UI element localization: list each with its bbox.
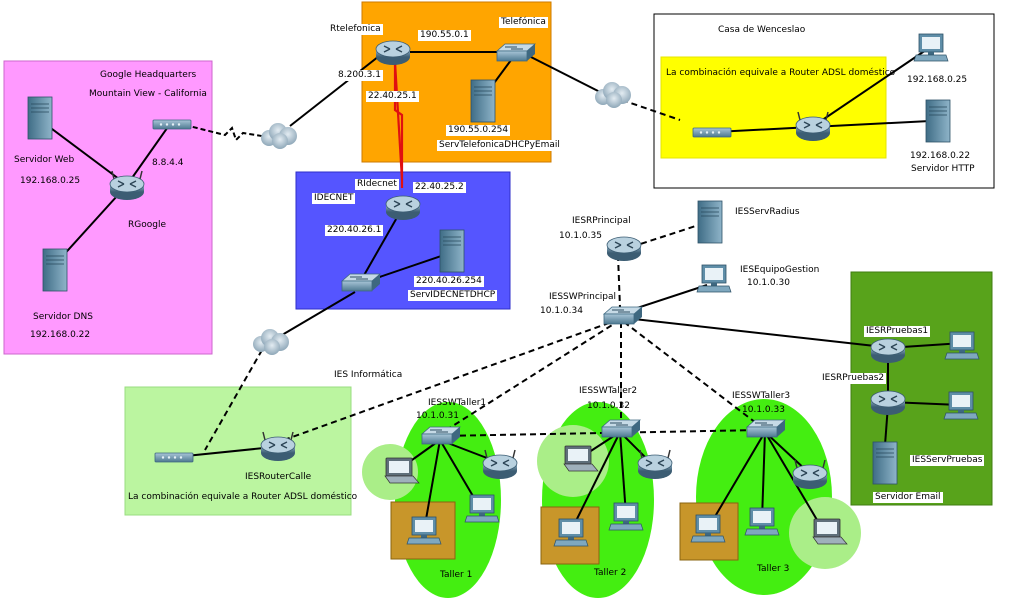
iessw-taller3-label: IESSWTaller3 (732, 391, 791, 401)
servidor-web-label: Servidor Web (14, 155, 75, 165)
serv-idecnet-server[interactable] (439, 229, 465, 273)
ies-modem[interactable] (154, 452, 194, 463)
serv-telefonica-server[interactable] (470, 79, 496, 123)
casa-server[interactable] (925, 99, 951, 143)
rtelefonica-router[interactable] (375, 40, 411, 66)
ies-router-calle-label: IESRouterCalle (245, 472, 312, 482)
idecnet-zone-title: IDECNET (312, 193, 356, 204)
casa-srv-name: Servidor HTTP (911, 164, 975, 174)
highlight-link (393, 61, 404, 181)
serv-telefonica-label: ServTelefonicaDHCPyEmail (437, 140, 562, 151)
servidor-web-server[interactable] (27, 96, 53, 140)
taller3-label: Taller 3 (757, 564, 790, 574)
iesr-principal-ip: 10.1.0.35 (559, 231, 602, 241)
ridecnet-router[interactable] (385, 195, 421, 221)
ies-serv-radius-server[interactable] (697, 200, 723, 244)
pruebas-pc1[interactable] (944, 331, 980, 360)
taller1-label: Taller 1 (440, 570, 473, 580)
iessw-principal-label: IESSWPrincipal (549, 292, 617, 302)
taller3-pc2[interactable] (690, 514, 726, 543)
iessw-taller2-label: IESSWTaller2 (579, 386, 638, 396)
iesr-pruebas2-router[interactable] (870, 390, 906, 416)
zone-pruebas (850, 271, 993, 506)
taller3-pc1[interactable] (744, 507, 780, 536)
ies-serv-radius-label: IESServRadius (735, 207, 800, 217)
zone-casa-adsl (660, 56, 887, 159)
servidor-dns-label: Servidor DNS (33, 312, 93, 322)
iessw-taller1-switch[interactable] (421, 426, 461, 445)
ies-equipo-gestion-pc[interactable] (696, 264, 732, 293)
servidor-dns-server[interactable] (42, 248, 68, 292)
casa-zone-title: Casa de Wenceslao (718, 25, 806, 35)
iesr-principal-label: IESRPrincipal (572, 216, 631, 226)
cloud-casa[interactable] (595, 82, 631, 108)
ip-8-200-3-1: 8.200.3.1 (336, 70, 383, 81)
ies-serv-pruebas-server[interactable] (872, 441, 898, 485)
ip-22-40-25-2: 22.40.25.2 (413, 182, 466, 193)
iessw-principal-switch[interactable] (603, 306, 643, 325)
servidor-dns-ip: 192.168.0.22 (30, 330, 91, 340)
google-modem[interactable] (152, 119, 192, 130)
iessw-taller1-label: IESSWTaller1 (428, 398, 487, 408)
iesr-pruebas1-label: IESRPruebas1 (864, 326, 931, 337)
highlight-link-elbow (393, 62, 404, 188)
telefonica-switch[interactable] (496, 43, 536, 62)
ip-220-40-26-1: 220.40.26.1 (325, 225, 384, 236)
ies-equipo-gestion-ip: 10.1.0.30 (747, 278, 790, 288)
google-zone-title: Google Headquarters (100, 70, 197, 80)
ridecnet-label: RIdecnet (355, 179, 399, 190)
ies-adsl-label: La combinación equivale a Router ADSL do… (128, 492, 358, 502)
serv-idecnet-label: ServIDECNETDHCP (408, 290, 498, 301)
ies-zone-title: IES Informática (334, 370, 403, 380)
taller2-label: Taller 2 (594, 568, 627, 578)
servidor-email-label: Servidor Email (873, 492, 943, 503)
casa-pc[interactable] (913, 33, 949, 62)
taller2-pc1[interactable] (608, 502, 644, 531)
ip-22-40-25-1: 22.40.25.1 (366, 91, 419, 102)
taller1-pc1[interactable] (464, 494, 500, 523)
iessw-principal-ip: 10.1.0.34 (540, 306, 583, 316)
iessw-taller3-ip: 10.1.0.33 (742, 405, 785, 415)
ip-190-55-0-254: 190.55.0.254 (446, 125, 511, 136)
idecnet-switch[interactable] (341, 273, 381, 292)
casa-adsl-label: La combinación equivale a Router ADSL do… (666, 68, 896, 78)
iesr-pruebas2-label: IESRPruebas2 (820, 373, 887, 384)
ip-190-55-0-1: 190.55.0.1 (418, 30, 471, 41)
iessw-taller2-ip: 10.1.0.32 (587, 401, 630, 411)
iessw-taller2-switch[interactable] (601, 419, 641, 438)
iessw-taller3-switch[interactable] (746, 419, 786, 438)
google-wan-ip: 8.8.4.4 (152, 158, 184, 168)
pruebas-pc2[interactable] (943, 391, 979, 420)
ies-equipo-gestion-label: IESEquipoGestion (740, 265, 820, 275)
casa-pc-ip: 192.168.0.25 (907, 75, 968, 85)
ip-220-40-26-254: 220.40.26.254 (414, 276, 484, 287)
taller2-pc2[interactable] (553, 518, 589, 547)
ies-serv-pruebas-label: IESServPruebas (910, 455, 985, 466)
rgoogle-label: RGoogle (128, 220, 166, 230)
cloud-google[interactable] (261, 123, 297, 149)
iesr-principal-router[interactable] (606, 236, 642, 262)
casa-srv-ip: 192.168.0.22 (910, 151, 971, 161)
iesr-pruebas1-router[interactable] (870, 338, 906, 364)
rtelefonica-label: Rtelefonica (328, 24, 383, 35)
google-zone-subtitle: Mountain View - California (89, 89, 207, 99)
telefonica-label: Telefónica (499, 17, 548, 28)
servidor-web-ip: 192.168.0.25 (20, 176, 81, 186)
iessw-taller1-ip: 10.1.0.31 (416, 411, 459, 421)
casa-modem[interactable] (692, 127, 732, 138)
taller1-pc2[interactable] (406, 516, 442, 545)
